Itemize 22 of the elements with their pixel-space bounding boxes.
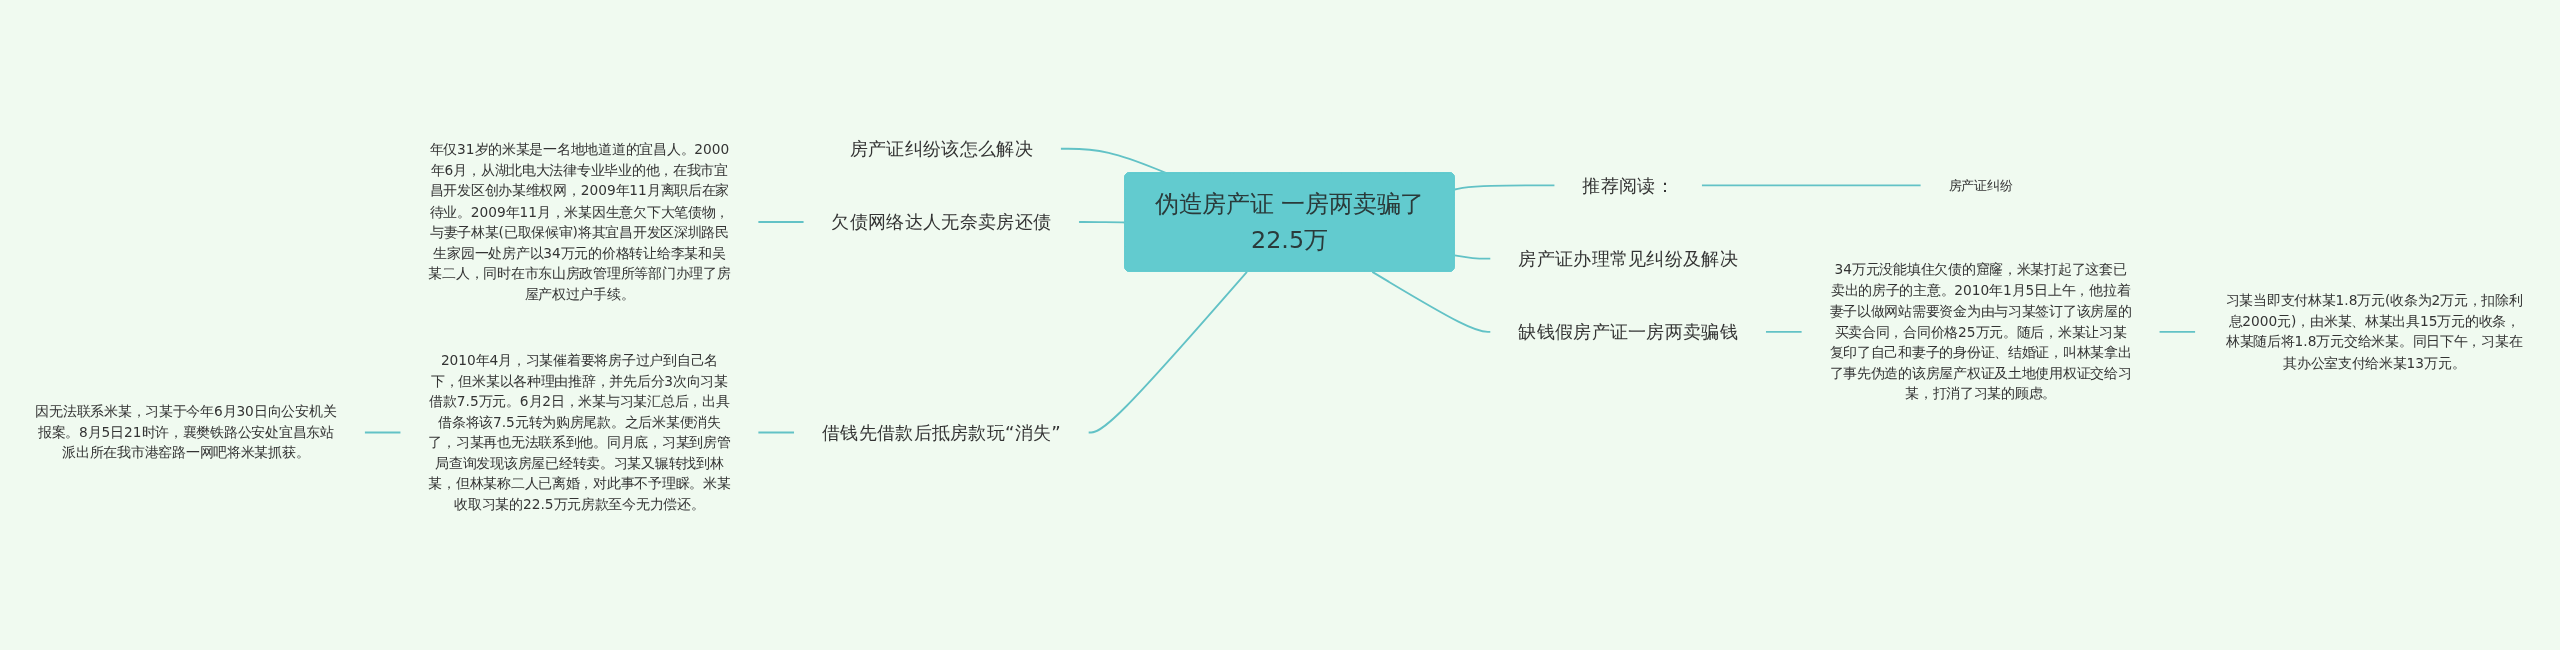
connector [1700,184,1922,187]
node-text: 缺钱假房产证一房两卖骗钱 [1518,320,1738,343]
connector [1453,184,1556,191]
node-text: 因无法联系米某，习某于今年6月30日向公安机关报案。8月5日21时许，襄樊铁路公安处宜昌东站派出所在我市港窑路一网吧将米某抓获。 [35,403,337,462]
connector [1453,254,1492,260]
node-text: 借钱先借款后抵房款玩“消失” [822,421,1061,444]
node-text: 房产证纠纷该怎么解决 [849,137,1033,160]
node-text: 房产证办理常见纠纷及解决 [1518,247,1738,270]
connector [363,431,402,434]
connector [1087,271,1248,434]
node-text: 欠债网络达人无奈卖房还债 [831,211,1052,234]
connector [1371,271,1492,333]
connector [757,431,796,434]
node-text: 34万元没能填住欠债的窟窿，米某打起了这套已卖出的房子的主意。2010年1月5日上午，他拉着妻子以做网站需要资金为由与习某签订了该房屋的买卖合同，合同价格25万元。随后，米某让习某复印了自己和妻子的身份证、结婚证，叫林某拿出了事先伪造的该房屋产权证及土地使用权证交给习某，打消了习某的顾虑。 [1829,261,2132,402]
node-text: 推荐阅读： [1582,174,1674,197]
connector [2158,330,2197,333]
node-text: 习某当即支付林某1.8万元(收条为2万元，扣除利息2000元)，由米某、林某出具15万元的收条，林某随后将1.8万元交给米某。同日下午，习某在其办公室支付给米某13万元。 [2225,292,2523,371]
connector [1764,330,1803,333]
node-text: 2010年4月，习某催着要将房子过户到自己名下，但米某以各种理由推辞，并先后分3次向习某借款7.5万元。6月2日，米某与习某汇总后，出具借条将该7.5元转为购房尾款。之后米某便消失了，习某再也无法联系到他。同月底，习某到房管局查询发现该房屋已经转卖。习某又辗转找到林某，但林某称二人已离婚，对此事不予理睬。米某收取习某的22.5万元房款至今无力偿还。 [428,352,731,513]
connector [757,221,805,223]
node-text: 房产证纠纷 [1948,177,2013,193]
node-text: 年仅31岁的米某是一名地地道道的宜昌人。2000年6月，从湖北电大法律专业毕业的他，在我市宜昌开发区创办某维权网，2009年11月离职后在家待业。2009年11月，米某因生意欠下大笔债物，与妻子林某(已取保候审)将其宜昌开发区深圳路民生家园一处房产以34万元的价格转让给李某和吴某二人，同时在市东山房政管理所等部门办理了房屋产权过户手续。 [428,141,731,303]
